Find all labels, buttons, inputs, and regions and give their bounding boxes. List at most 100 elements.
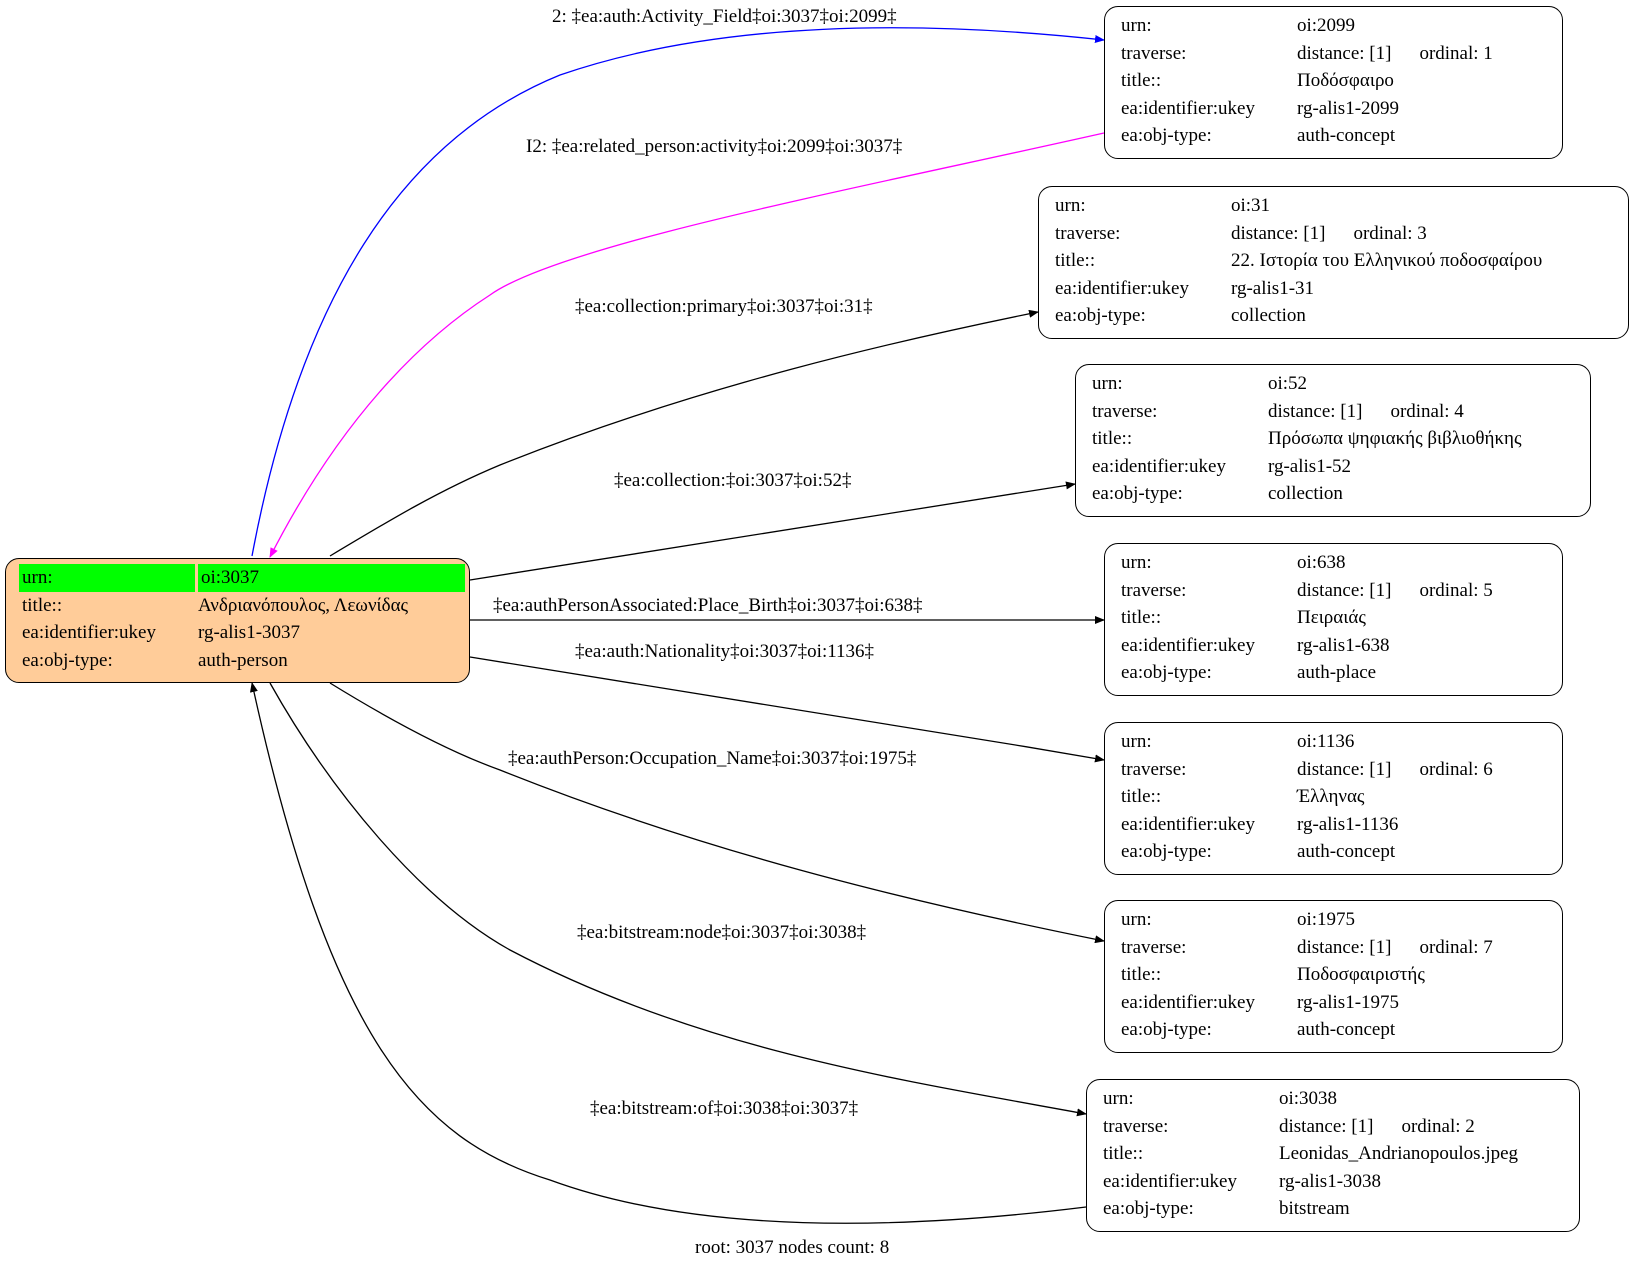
root-title-row: title:: Ανδριανόπουλος, Λεωνίδας (6, 592, 469, 620)
node-ukey-value: rg-alis1-1975 (1297, 991, 1400, 1013)
node-traverse-value: distance: [1] (1297, 42, 1392, 64)
node-type-key: ea:obj-type: (1092, 483, 1183, 504)
node-title-row: title::Πρόσωπα ψηφιακής βιβλιοθήκης (1076, 425, 1590, 453)
node-ukey-value: rg-alis1-1136 (1297, 813, 1399, 835)
root-node[interactable]: urn: oi:3037 title:: Ανδριανόπουλος, Λεω… (5, 558, 470, 683)
edge-label-5: ‡ea:authPersonAssociated:Place_Birth‡oi:… (493, 595, 923, 616)
node-type-key: ea:obj-type: (1121, 125, 1212, 146)
node-urn-key: urn: (1121, 552, 1152, 573)
node-type-row: ea:obj-type:bitstream (1087, 1195, 1579, 1223)
node-type-row: ea:obj-type:auth-concept (1105, 1016, 1562, 1044)
node-traverse-row: traverse:distance: [1]ordinal: 6 (1105, 756, 1562, 784)
root-title-key: title:: (22, 594, 63, 616)
node-traverse-value: distance: [1] (1297, 758, 1392, 780)
node-traverse-key: traverse: (1121, 579, 1187, 601)
root-title-value: Ανδριανόπουλος, Λεωνίδας (198, 594, 409, 616)
edge-7 (329, 682, 1105, 944)
node-ukey-key: ea:identifier:ukey (1055, 277, 1189, 299)
root-type-row: ea:obj-type: auth-person (6, 647, 469, 675)
node-title-row: title::Έλληνας (1105, 783, 1562, 811)
node-type-row: ea:obj-type: auth-concept (1105, 122, 1562, 150)
node-type-row: ea:obj-type: collection (1039, 302, 1628, 330)
node-oi-31[interactable]: urn: oi:31 traverse:distance: [1]ordinal: … (1038, 186, 1629, 339)
node-ukey-key: ea:identifier:ukey (1092, 455, 1226, 477)
node-urn-value: oi:1136 (1297, 731, 1355, 752)
node-traverse-value: distance: [1] (1268, 400, 1363, 422)
edge-6 (469, 656, 1105, 763)
node-ukey-value: rg-alis1-31 (1231, 277, 1315, 299)
node-traverse-key: traverse: (1055, 222, 1121, 244)
edge-label-9: ‡ea:bitstream:of‡oi:3038‡oi:3037‡ (590, 1098, 859, 1119)
node-oi-1975[interactable]: urn: oi:1975 traverse:distance: [1]ordinal… (1104, 900, 1563, 1053)
node-title-key: title:: (1103, 1143, 1144, 1164)
node-title-value: Leonidas_Andrianopoulos.jpeg (1279, 1143, 1519, 1164)
node-urn-key: urn: (1121, 909, 1152, 930)
node-type-row: ea:obj-type:auth-concept (1105, 838, 1562, 866)
root-urn-value: oi:3037 (198, 564, 465, 592)
node-urn-row: urn: oi:31 (1039, 192, 1628, 220)
edge-label-7: ‡ea:authPerson:Occupation_Name‡oi:3037‡o… (508, 748, 917, 769)
root-urn-row: urn: oi:3037 (6, 564, 469, 592)
node-title-value: Έλληνας (1297, 786, 1365, 807)
node-traverse-row: traverse:distance: [1]ordinal: 7 (1105, 934, 1562, 962)
root-type-key: ea:obj-type: (22, 649, 113, 671)
node-title-key: title:: (1121, 70, 1162, 91)
node-ukey-value: rg-alis1-52 (1268, 455, 1352, 477)
node-type-value: auth-concept (1297, 1019, 1396, 1040)
footer-summary: root: 3037 nodes count: 8 (695, 1237, 890, 1258)
node-traverse-key: traverse: (1121, 42, 1187, 64)
node-traverse-value-1: ordinal: 5 (1419, 579, 1493, 601)
node-type-key: ea:obj-type: (1121, 662, 1212, 683)
edge-4 (469, 481, 1076, 581)
root-ukey-value: rg-alis1-3037 (198, 622, 301, 643)
node-type-value: auth-concept (1297, 125, 1396, 146)
node-title-row: title::Ποδοσφαιριστής (1105, 961, 1562, 989)
node-title-key: title:: (1121, 786, 1162, 807)
node-urn-row: urn:oi:3038 (1087, 1085, 1579, 1113)
node-ukey-row: ea:identifier:ukey rg-alis1-1975 (1105, 989, 1562, 1017)
node-title-row: title::Ποδόσφαιρο (1105, 67, 1562, 95)
node-urn-key: urn: (1055, 195, 1086, 216)
edge-3 (329, 309, 1039, 557)
node-traverse-row: traverse: distance: [1] ordinal: 5 (1105, 577, 1562, 605)
node-type-value: collection (1231, 305, 1306, 326)
root-type-value: auth-person (198, 649, 288, 671)
edge-label-8: ‡ea:bitstream:node‡oi:3037‡oi:3038‡ (577, 922, 867, 943)
node-urn-row: urn:oi:2099 (1105, 12, 1562, 40)
node-title-value: 22. Ιστορία του Ελληνικού ποδοσφαίρου (1231, 250, 1543, 271)
node-title-key: title:: (1092, 428, 1133, 449)
node-urn-value: oi:31 (1231, 195, 1271, 216)
node-ukey-row: ea:identifier:ukey rg-alis1-52 (1076, 453, 1590, 481)
node-ukey-key: ea:identifier:ukey (1121, 634, 1255, 656)
node-urn-value: oi:2099 (1297, 15, 1356, 36)
edge-1 (251, 27, 1105, 557)
node-traverse-row: traverse:distance: [1]ordinal: 2 (1087, 1113, 1579, 1141)
edge-2 (269, 132, 1105, 558)
edge-label-6: ‡ea:auth:Nationality‡oi:3037‡oi:1136‡ (575, 641, 875, 662)
edge-label-4: ‡ea:collection:‡oi:3037‡oi:52‡ (614, 470, 852, 491)
node-traverse-value: distance: [1] (1297, 579, 1392, 601)
node-title-value: Πρόσωπα ψηφιακής βιβλιοθήκης (1268, 428, 1522, 449)
node-traverse-key: traverse: (1103, 1115, 1169, 1137)
node-ukey-value: rg-alis1-3038 (1279, 1170, 1382, 1192)
node-ukey-key: ea:identifier:ukey (1121, 991, 1255, 1013)
node-title-key: title:: (1121, 964, 1162, 985)
node-traverse-value-1: ordinal: 1 (1419, 42, 1493, 64)
node-type-value: auth-concept (1297, 841, 1396, 862)
node-type-value: bitstream (1279, 1198, 1350, 1219)
node-type-row: ea:obj-type:auth-place (1105, 659, 1562, 687)
node-type-key: ea:obj-type: (1055, 305, 1146, 326)
node-traverse-value-1: ordinal: 4 (1390, 400, 1464, 422)
node-traverse-row: traverse:distance: [1]ordinal: 3 (1039, 220, 1628, 248)
node-urn-value: oi:1975 (1297, 909, 1356, 930)
root-urn-key: urn: (19, 564, 195, 592)
node-traverse-key: traverse: (1121, 758, 1187, 780)
node-urn-key: urn: (1092, 373, 1123, 394)
node-urn-key: urn: (1103, 1088, 1134, 1109)
